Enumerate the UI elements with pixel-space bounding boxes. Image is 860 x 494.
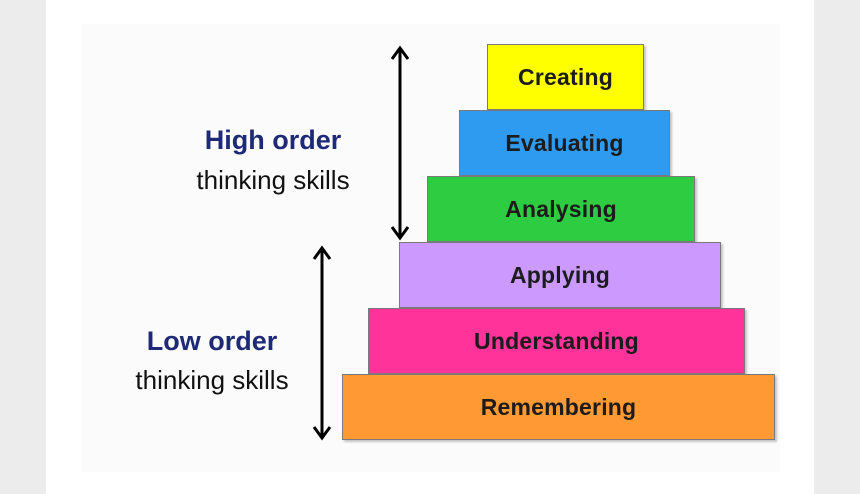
low-order-double-arrow-icon (312, 245, 332, 441)
high-order-subtitle: thinking skills (196, 165, 350, 195)
level-applying: Applying (399, 242, 721, 308)
high-order-double-arrow-icon (390, 45, 410, 241)
high-order-title: High order (204, 125, 342, 155)
level-creating: Creating (487, 44, 644, 110)
level-remembering: Remembering (342, 374, 775, 440)
level-understanding: Understanding (368, 308, 745, 374)
low-order-subtitle: thinking skills (135, 365, 289, 395)
level-evaluating: Evaluating (459, 110, 670, 176)
level-analysing: Analysing (427, 176, 695, 242)
low-order-title: Low order (146, 326, 278, 356)
